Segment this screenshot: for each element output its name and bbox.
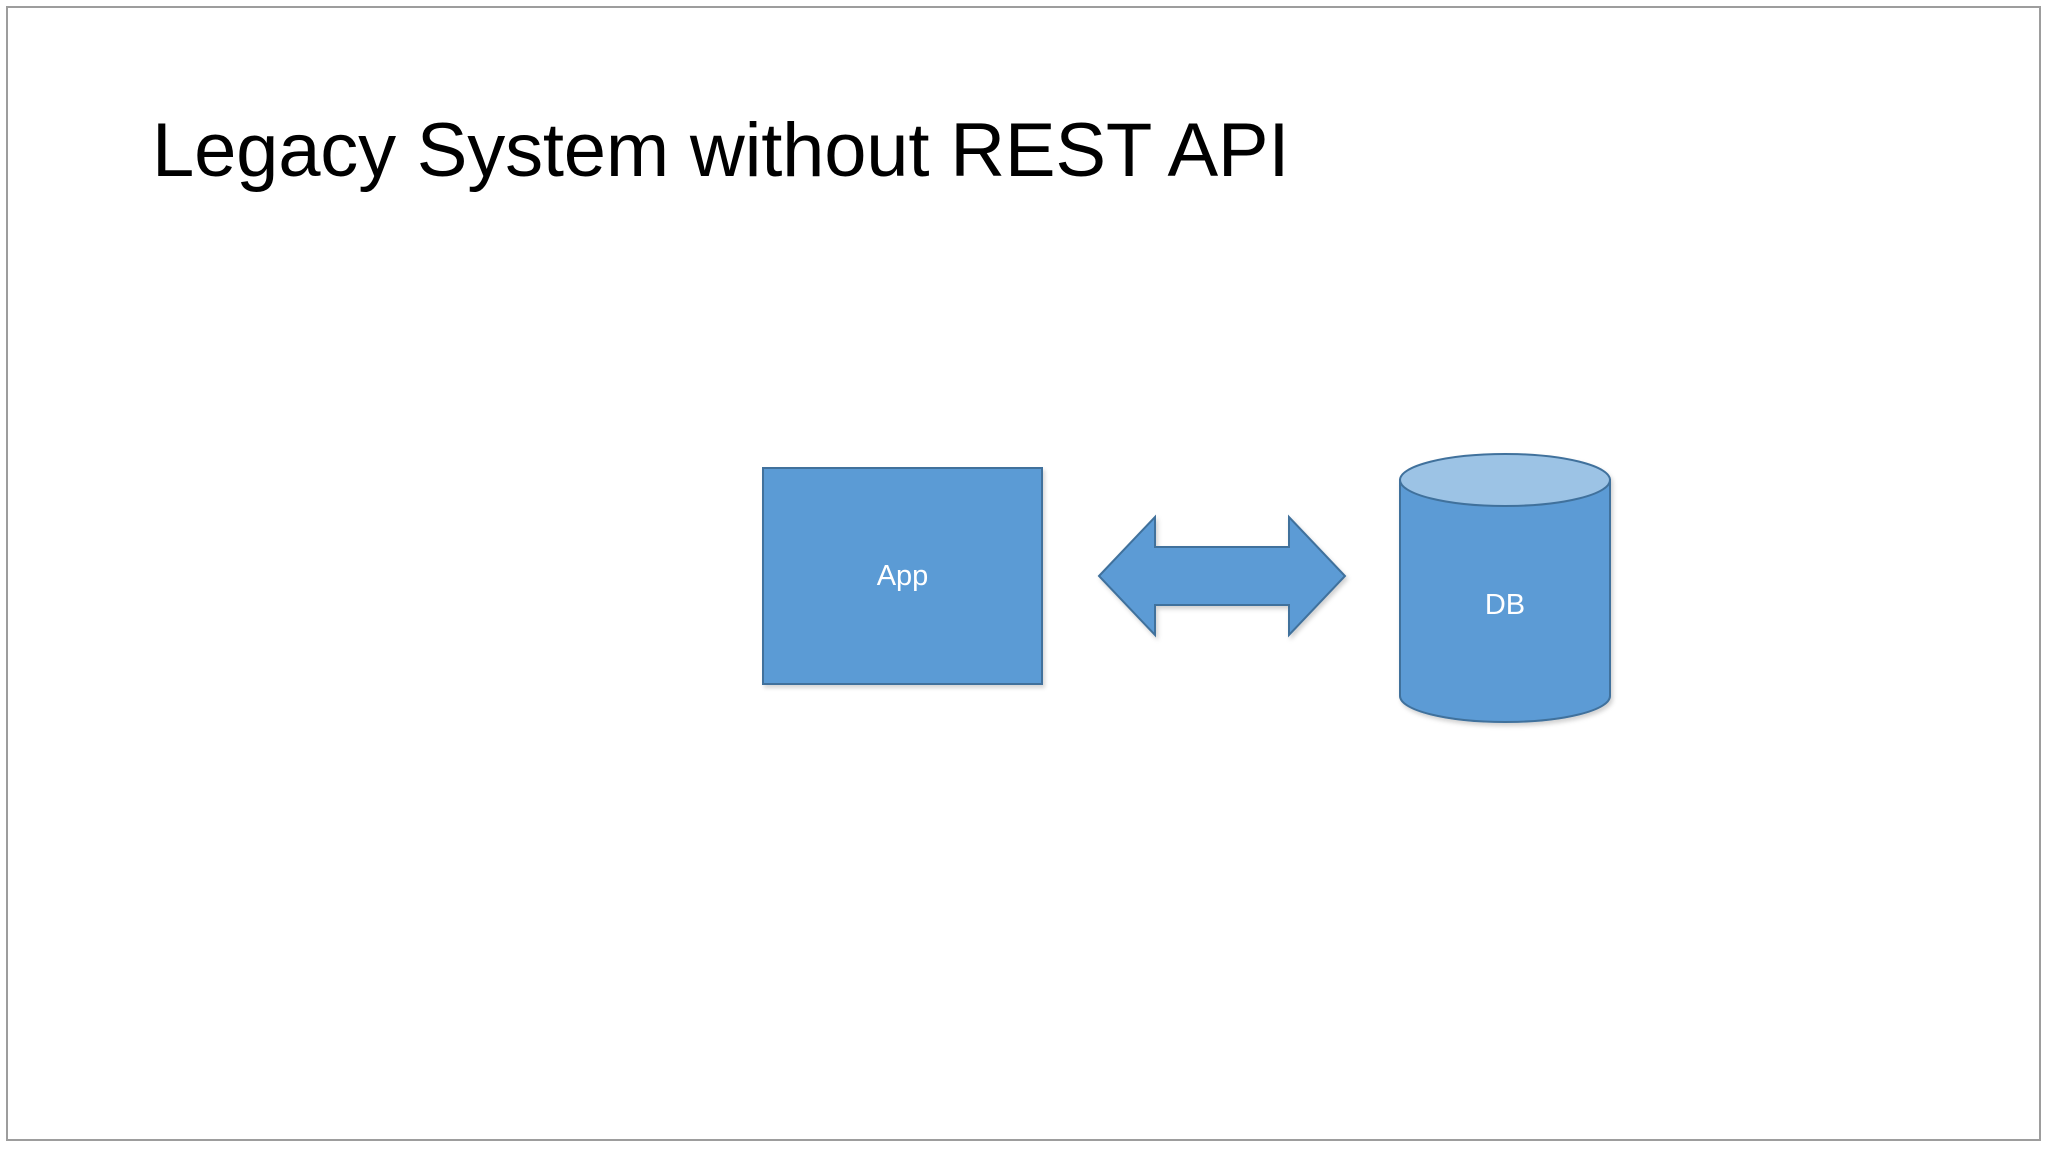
node-app-label: App [876, 559, 929, 592]
node-app[interactable]: App [762, 467, 1043, 685]
page-title: Legacy System without REST API [152, 108, 1290, 193]
database-cylinder-icon [1399, 453, 1611, 723]
connector-app-db[interactable] [1090, 508, 1354, 648]
node-db[interactable] [1396, 450, 1614, 732]
double-headed-arrow-icon [1097, 514, 1347, 638]
